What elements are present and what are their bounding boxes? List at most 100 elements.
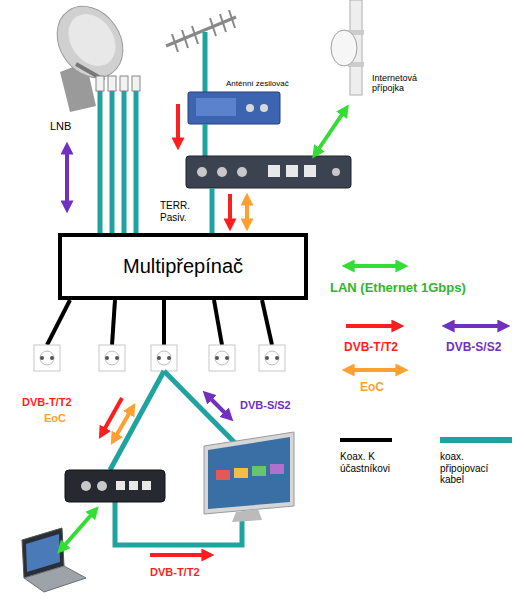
- lan-port: [268, 165, 280, 177]
- tv-screen: [208, 437, 290, 509]
- radio-antenna: [331, 30, 357, 66]
- legend-dvbt-sample: [346, 324, 394, 328]
- coax-cable: [134, 91, 139, 233]
- socket-plate: [259, 345, 285, 371]
- lan-port: [116, 481, 125, 490]
- lan-arrow: [64, 514, 92, 546]
- coax-cable: [98, 91, 103, 233]
- device-label: LNB: [50, 120, 71, 133]
- coax-cable: [110, 91, 115, 233]
- legend-text: EoC: [360, 381, 384, 395]
- tv-stand: [232, 509, 262, 522]
- laptop: [22, 528, 86, 592]
- dvb-t-arrow: [104, 398, 122, 430]
- coax-port: [197, 167, 207, 177]
- socket-plate: [209, 345, 235, 371]
- socket-plate: [99, 345, 125, 371]
- socket-plate: [34, 345, 60, 371]
- coax-cable: [122, 91, 127, 233]
- wall-socket: [259, 345, 285, 371]
- wall-sockets: [34, 345, 285, 371]
- eoc-slave: [65, 470, 165, 502]
- legend-text: Koax. K účastníkovi: [340, 451, 410, 474]
- wall-socket: [99, 345, 125, 371]
- wall-socket: [34, 345, 60, 371]
- lan-port: [129, 481, 138, 490]
- lan-port: [304, 165, 316, 177]
- legend-text: DVB-T/T2: [344, 341, 398, 355]
- slave-body: [65, 470, 165, 502]
- tv-frame: [204, 432, 294, 514]
- antenna-element: [229, 10, 235, 28]
- amplifier-knob: [246, 104, 254, 112]
- dish-reflector-inner: [59, 5, 126, 75]
- eoc-arrow: [116, 412, 130, 436]
- socket-pin: [265, 356, 269, 360]
- socket-ring: [265, 351, 279, 365]
- lnb-cables: [100, 91, 136, 233]
- legend-black-coax-sample: [340, 438, 392, 442]
- dvb-t-arrow: [176, 104, 180, 140]
- socket-pin: [157, 356, 161, 360]
- signal-label: DVB-S/S2: [240, 399, 291, 412]
- device-label: Internetová přípojka: [372, 73, 434, 94]
- coax-cable: [214, 300, 222, 345]
- coax-port: [81, 481, 91, 491]
- eoc-body: [186, 156, 351, 188]
- coax-port: [97, 481, 107, 491]
- socket-pin: [115, 356, 119, 360]
- amplifier-panel: [196, 98, 236, 116]
- eoc-arrow: [245, 203, 249, 221]
- antenna-amplifier: [188, 92, 280, 124]
- lan-port: [142, 481, 151, 490]
- coax-port: [237, 167, 247, 177]
- wall-socket: [209, 345, 235, 371]
- legend-text: DVB-S/S2: [446, 341, 501, 355]
- node-text: Multipřepínač: [123, 255, 243, 278]
- antenna-element: [192, 26, 198, 44]
- coax-cable: [210, 188, 215, 233]
- lnb-head: [108, 76, 116, 91]
- coax-cable: [112, 300, 115, 345]
- laptop-base: [24, 566, 86, 592]
- socket-ring: [157, 351, 171, 365]
- socket-pin: [105, 356, 109, 360]
- signal-label: DVB-T/T2: [22, 396, 72, 409]
- lnb-head: [132, 76, 140, 91]
- subscriber-cables: [47, 300, 272, 345]
- socket-pin: [40, 356, 44, 360]
- power-port: [332, 168, 340, 176]
- coax-cable: [203, 124, 208, 156]
- lan-port: [286, 165, 298, 177]
- socket-ring: [215, 351, 229, 365]
- dvb-s-arrow: [65, 152, 69, 203]
- legend-eoc-sample: [352, 368, 398, 372]
- laptop-display: [26, 534, 60, 572]
- coax-cable: [262, 300, 272, 345]
- lnb-head: [96, 76, 104, 91]
- dvb-s-arrow: [210, 398, 226, 414]
- legend-text: LAN (Ethernet 1Gbps): [330, 281, 466, 296]
- coax-cable: [110, 371, 164, 470]
- socket-pin: [167, 356, 171, 360]
- legend-teal-coax-sample: [440, 437, 512, 443]
- smart-tv: [204, 432, 294, 522]
- amplifier-knob: [260, 104, 268, 112]
- multiswitch-box: Multipřepínač: [58, 233, 308, 300]
- antenna-element: [182, 30, 188, 48]
- antenna-element: [220, 14, 226, 32]
- dvb-t-arrow: [228, 194, 232, 221]
- device-label: Anténní zesilovač: [226, 79, 289, 88]
- coax-cable: [162, 300, 166, 345]
- antenna-element: [172, 34, 178, 52]
- tv-tile: [216, 470, 230, 480]
- terrestrial-antenna: [166, 10, 236, 52]
- legend-dvbs-sample: [452, 324, 500, 328]
- dvb-t-arrow: [150, 553, 204, 557]
- eoc-master: [186, 156, 351, 188]
- tv-tile: [252, 466, 266, 476]
- internet-mast: [331, 0, 364, 95]
- tv-tile: [234, 468, 248, 478]
